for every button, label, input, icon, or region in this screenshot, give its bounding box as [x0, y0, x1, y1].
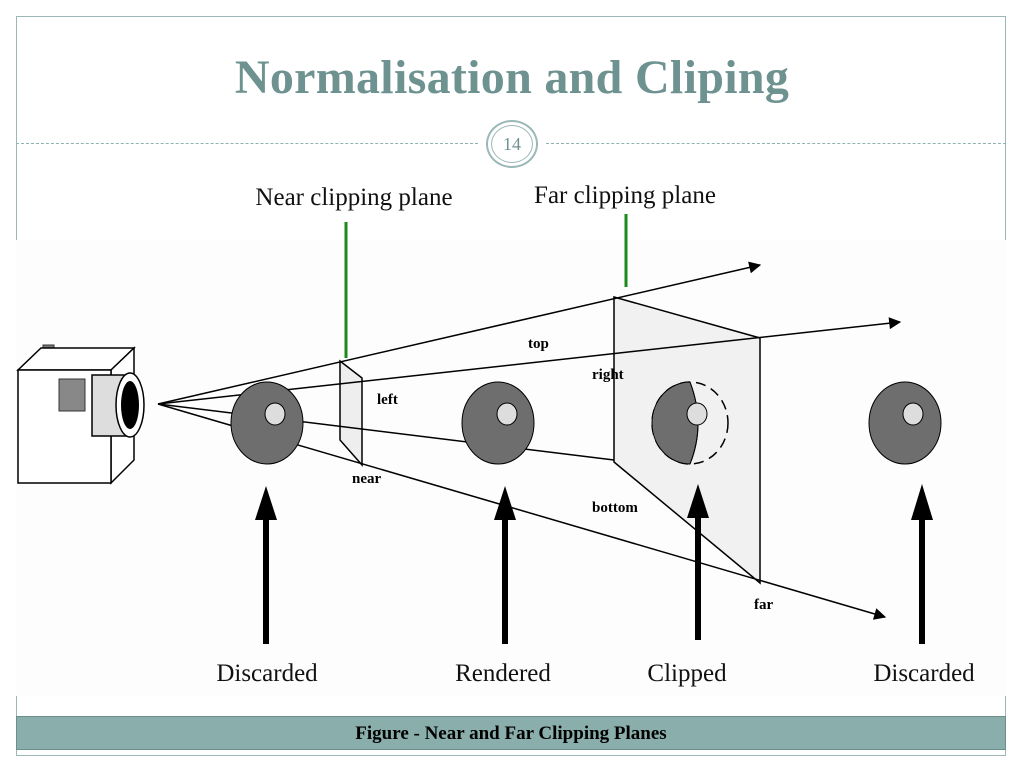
label-far: far: [754, 597, 773, 613]
page-number: 14: [503, 134, 521, 154]
label-top: top: [528, 336, 549, 352]
label-left: left: [377, 392, 398, 408]
label-bottom: bottom: [592, 500, 638, 516]
near-plane-label: Near clipping plane: [255, 184, 452, 211]
camera-icon: [16, 344, 145, 485]
object-rendered: [461, 381, 535, 465]
arrow-rendered: [494, 486, 516, 644]
label-near: near: [352, 471, 382, 487]
label-right: right: [592, 367, 624, 383]
title-divider-left: [16, 143, 478, 144]
figure-caption: Figure - Near and Far Clipping Planes: [355, 723, 667, 744]
pointer-arrows: [255, 484, 933, 644]
object-discarded-near: [230, 381, 304, 465]
title-divider-right: [546, 143, 1006, 144]
object-label-discarded-far: Discarded: [873, 660, 975, 687]
slide-title: Normalisation and Cliping: [234, 51, 790, 104]
diagram-panel: [16, 240, 1006, 696]
arrow-discarded-near: [255, 486, 277, 644]
near-clipping-plane: [339, 359, 363, 467]
object-label-discarded-near: Discarded: [216, 660, 318, 687]
arrow-discarded-far: [911, 484, 933, 644]
object-label-clipped: Clipped: [647, 660, 727, 687]
object-discarded-far: [868, 381, 942, 465]
object-label-rendered: Rendered: [455, 660, 551, 687]
far-plane-label: Far clipping plane: [534, 182, 716, 209]
arrow-clipped: [687, 484, 709, 640]
caption-bar: Figure - Near and Far Clipping Planes: [16, 716, 1006, 750]
page-number-badge: 14: [486, 120, 538, 168]
object-clipped: [651, 381, 729, 465]
